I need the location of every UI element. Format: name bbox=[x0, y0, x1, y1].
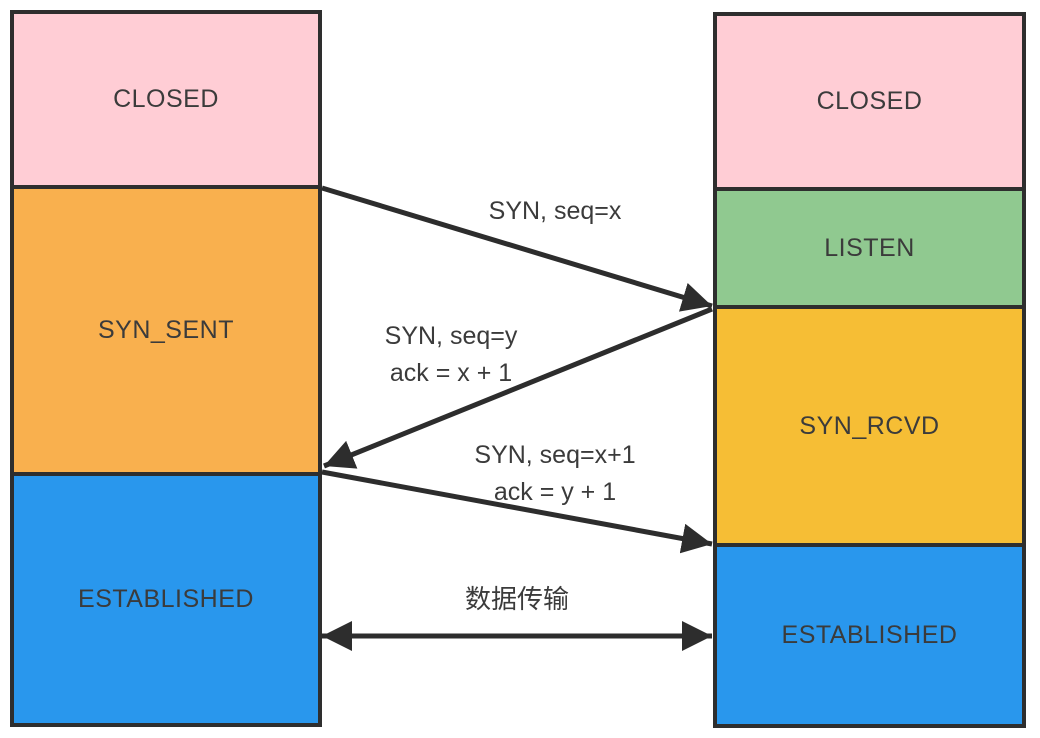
client-state-established: ESTABLISHED bbox=[10, 472, 322, 727]
state-label: CLOSED bbox=[113, 85, 219, 113]
message-line: 数据传输 bbox=[464, 584, 570, 614]
ack-message-label: SYN, seq=x+1 ack = y + 1 bbox=[474, 437, 635, 511]
state-label: SYN_RCVD bbox=[799, 411, 940, 440]
message-line: SYN, seq=x+1 bbox=[474, 441, 636, 469]
message-line: SYN, seq=y bbox=[384, 322, 518, 350]
client-state-syn-sent: SYN_SENT bbox=[10, 185, 322, 476]
state-label: CLOSED bbox=[816, 87, 923, 115]
server-state-established: ESTABLISHED bbox=[713, 543, 1026, 728]
server-state-syn-rcvd: SYN_RCVD bbox=[713, 305, 1026, 547]
state-label: SYN_SENT bbox=[98, 316, 234, 344]
server-state-closed: CLOSED bbox=[713, 12, 1026, 191]
message-line: ack = x + 1 bbox=[389, 359, 513, 387]
data-transfer-label: 数据传输 bbox=[465, 581, 569, 618]
client-state-closed: CLOSED bbox=[10, 10, 322, 189]
message-line: SYN, seq=x bbox=[488, 197, 622, 225]
client-state-column: CLOSED SYN_SENT ESTABLISHED bbox=[10, 10, 322, 727]
server-state-listen: LISTEN bbox=[713, 187, 1026, 309]
syn-message-label: SYN, seq=x bbox=[489, 193, 622, 230]
state-label: LISTEN bbox=[824, 233, 915, 262]
state-label: ESTABLISHED bbox=[781, 621, 958, 649]
server-state-column: CLOSED LISTEN SYN_RCVD ESTABLISHED bbox=[713, 12, 1026, 728]
state-label: ESTABLISHED bbox=[78, 585, 254, 613]
message-line: ack = y + 1 bbox=[493, 478, 617, 506]
syn-ack-message-label: SYN, seq=y ack = x + 1 bbox=[385, 318, 518, 392]
